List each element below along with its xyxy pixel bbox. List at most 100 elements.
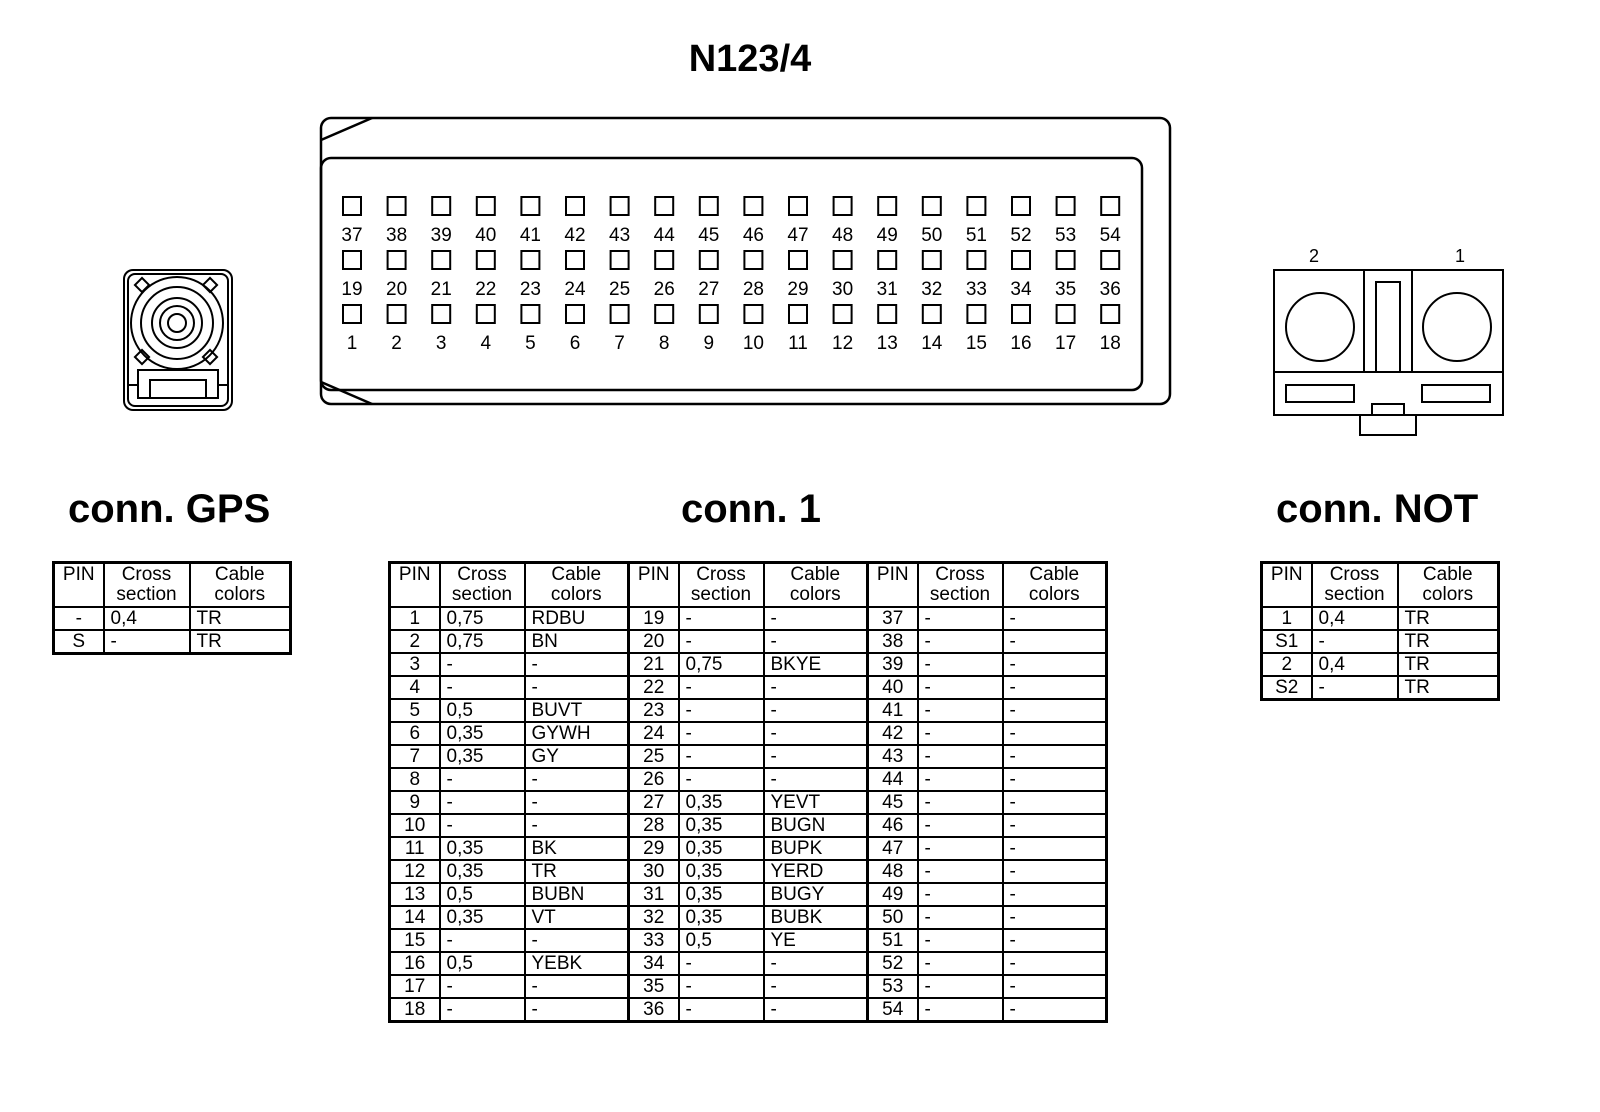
table-cell: 2 [1260,652,1313,677]
pin-number-label: 45 [698,225,719,246]
table-cell: GYWH [523,721,630,746]
table-cell: - [1001,813,1108,838]
table-cell: 13 [388,882,441,907]
pin-socket [1055,250,1076,270]
table-cell: - [438,675,526,700]
pin-number-label: 44 [654,225,676,246]
pin-socket [1011,304,1031,324]
pin-socket [788,304,808,324]
pin-number-label: 31 [877,279,898,300]
pin-number-label: 2 [391,333,402,354]
table-cell: 47 [866,836,919,861]
pin-number-label: 32 [921,279,942,300]
column-header: PIN [866,561,919,608]
table-cell: - [762,606,869,631]
table-cell: - [916,698,1004,723]
pin-socket [565,196,585,216]
table-cell: - [1001,652,1108,677]
column-header: PIN [388,561,441,608]
pin-socket [1100,196,1121,216]
table-cell: - [677,629,765,654]
table-cell: GY [523,744,630,769]
table-cell: 45 [866,790,919,815]
table-cell: 0,75 [438,629,526,654]
table-cell: - [1001,928,1108,953]
table-cell: YERD [762,859,869,884]
pin-number-label: 12 [832,333,853,354]
table-cell: 0,75 [438,606,526,631]
table-cell: 30 [627,859,680,884]
pin-socket [743,250,764,270]
pin-number-label: 17 [1055,333,1076,354]
table-cell: 11 [388,836,441,861]
pin-socket [520,196,541,216]
not-pin-label: 1 [1455,246,1465,266]
column-header: Cross section [102,561,191,608]
table-cell: - [762,974,869,999]
table-cell: 0,35 [438,836,526,861]
table-cell: 21 [627,652,680,677]
table-cell: 0,5 [438,698,526,723]
pin-number-label: 1 [347,333,358,354]
table-cell: - [916,790,1004,815]
table-cell: TR [188,606,292,631]
pin-socket [921,250,942,270]
table-cell: - [916,951,1004,976]
not-title: conn. NOT [1276,487,1479,531]
table-cell: - [438,813,526,838]
table-cell: - [762,698,869,723]
table-cell: 0,35 [438,744,526,769]
table-cell: 36 [627,997,680,1023]
table-cell: - [916,905,1004,930]
pin-number-label: 19 [341,279,362,300]
pin-number-label: 13 [877,333,898,354]
pin-number-label: 4 [481,333,492,354]
pin-socket [475,304,496,324]
table-cell: - [1001,997,1108,1023]
pin-socket [788,250,808,270]
pin-socket [966,304,987,324]
table-cell: YEBK [523,951,630,976]
table-cell: - [102,629,191,655]
table-cell: TR [523,859,630,884]
table-row: S1-TR [1260,629,1500,654]
pin-socket [609,250,630,270]
pin-socket [1055,196,1076,216]
table-cell: - [762,721,869,746]
pin-number-label: 3 [436,333,447,354]
table-cell: 34 [627,951,680,976]
pin-socket [788,196,808,216]
table-cell: - [677,744,765,769]
table-cell: 5 [388,698,441,723]
table-cell: 44 [866,767,919,792]
table-cell: - [677,606,765,631]
table-cell: 0,75 [677,652,765,677]
table-cell: 8 [388,767,441,792]
pin-socket [698,304,719,324]
table-cell: - [1001,905,1108,930]
pin-socket [342,250,362,270]
table-cell: 0,35 [438,905,526,930]
table-cell: - [1310,675,1399,701]
pin-number-label: 25 [609,279,630,300]
table-cell: 35 [627,974,680,999]
table-cell: - [916,997,1004,1023]
pin-socket [565,304,585,324]
table-cell: 17 [388,974,441,999]
table-cell: - [523,790,630,815]
table-cell: 9 [388,790,441,815]
table-cell: - [1001,721,1108,746]
table-cell: - [523,813,630,838]
pin-socket [654,196,675,216]
table-cell: 20 [627,629,680,654]
not-pin-label: 2 [1309,246,1319,266]
table-cell: - [523,997,630,1023]
table-cell: 6 [388,721,441,746]
pin-number-label: 46 [743,225,764,246]
pin-number-label: 54 [1100,225,1122,246]
table-cell: 0,4 [102,606,191,631]
table-cell: S1 [1260,629,1313,654]
